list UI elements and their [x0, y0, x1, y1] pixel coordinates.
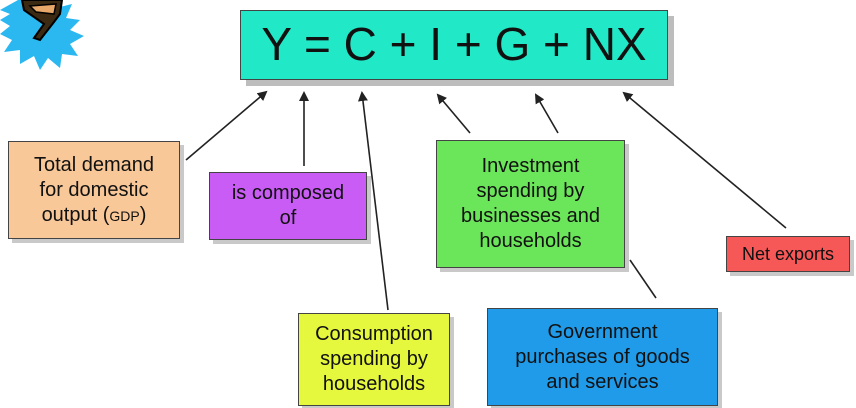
composed-of-box: is composed of — [209, 172, 367, 240]
total-demand-line3-suffix: ) — [139, 203, 147, 226]
total-demand-line2: for domestic — [39, 178, 149, 201]
government-box: Government purchases of goods and servic… — [487, 308, 718, 406]
total-demand-line3-prefix: output ( — [41, 203, 110, 226]
arrow-government-upper — [534, 93, 559, 134]
gdp-abbr: GDP — [109, 207, 140, 224]
arrow-net-exports — [622, 91, 787, 229]
starburst-logo-icon — [0, 0, 84, 70]
investment-box: Investment spending by businesses and ho… — [436, 140, 625, 268]
net-exports-box: Net exports — [726, 236, 850, 272]
equation-text: Y = C + I + G + NX — [261, 18, 647, 71]
arrow-total-demand — [185, 90, 268, 161]
arrow-investment — [436, 93, 471, 134]
line-government-lower — [629, 259, 657, 299]
total-demand-line3: output (GDP) — [34, 203, 154, 228]
net-exports-label: Net exports — [741, 243, 835, 264]
investment-label: Investment spending by businesses and ho… — [461, 155, 600, 252]
consumption-label: Consumption spending by households — [315, 323, 433, 395]
total-demand-line1: Total demand — [33, 153, 155, 176]
composed-of-label: is composed of — [231, 182, 345, 229]
equation-box: Y = C + I + G + NX — [240, 10, 668, 80]
consumption-box: Consumption spending by households — [298, 313, 450, 406]
government-label: Government purchases of goods and servic… — [515, 320, 690, 393]
